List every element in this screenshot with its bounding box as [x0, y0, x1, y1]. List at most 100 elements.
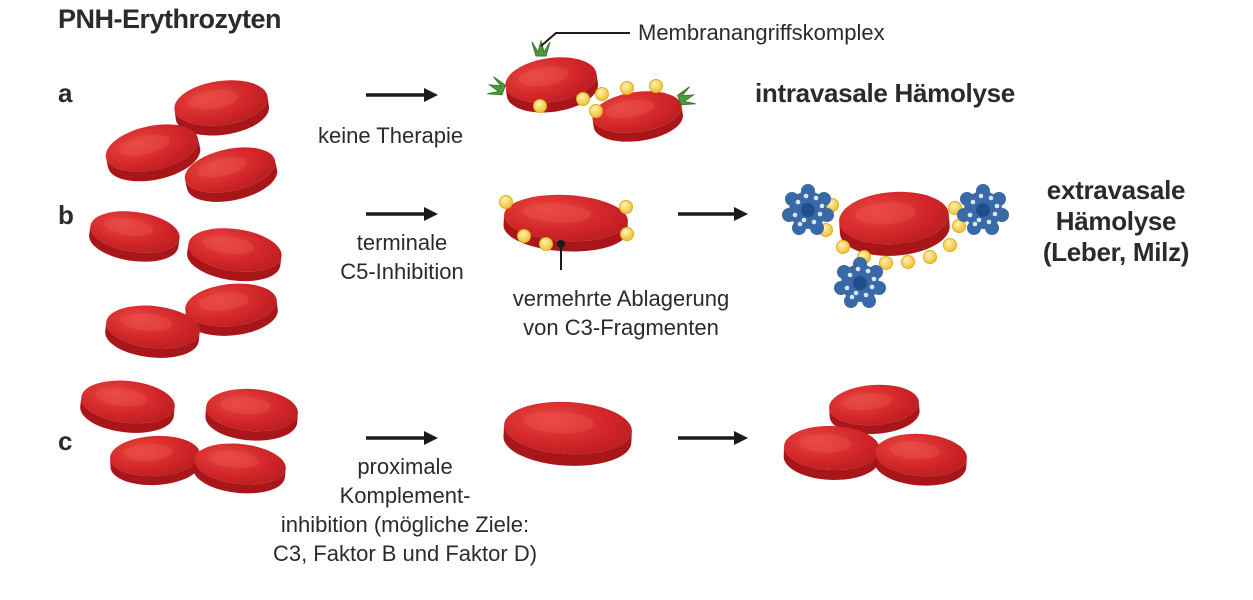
cell-cluster-3-side: [185, 160, 278, 202]
cell-cluster-11-side: [193, 459, 286, 494]
cell-cluster-6-highlight: [198, 292, 249, 311]
cell-cluster-4-highlight: [104, 218, 154, 237]
c3-a-3: [595, 87, 609, 101]
c3-annotation-line-2: von C3-Fragmenten: [523, 315, 719, 340]
caption-c: proximale Komplement- inhibition (möglic…: [250, 452, 560, 568]
c3-annotation-line-1: vermehrte Ablagerung: [512, 286, 730, 311]
cell-c-4-highlight: [889, 441, 940, 460]
cell-a-1-highlight: [518, 66, 569, 87]
cell-cluster-1-side: [174, 96, 269, 136]
cell-c-4: [874, 433, 967, 486]
complement-decorations: [487, 39, 1009, 308]
macrophage-1-granule-2: [817, 211, 823, 217]
result-b: extravasale Hämolyse (Leber, Milz): [1018, 175, 1214, 268]
cell-cluster-11-top: [194, 443, 286, 485]
cell-cluster-11: [193, 443, 286, 494]
macrophage-1-granule-3: [801, 217, 807, 223]
c3-b-11: [901, 255, 915, 269]
cell-c-1-highlight: [523, 411, 594, 434]
cell-cluster-5-top: [188, 228, 282, 272]
c3-pointer-dot: [557, 240, 565, 248]
cell-c-2: [829, 384, 920, 435]
cell-c-2-highlight: [842, 392, 892, 411]
macrophage-3-granule-1: [865, 268, 871, 274]
arrow-b-therapy: [366, 207, 438, 221]
macrophage-2-lobe-2: [995, 208, 1009, 222]
caption-c-line-2: Komplement-: [339, 483, 471, 508]
arrow-c-therapy: [366, 431, 438, 445]
cell-c-3-top: [784, 425, 880, 471]
cell-a-2-side: [592, 105, 683, 142]
macrophage-1-granule-9: [811, 219, 817, 225]
result-b-line-2: Hämolyse: [1055, 206, 1177, 236]
c3-b-3: [620, 227, 634, 241]
macrophage-3-nucleus: [853, 276, 867, 290]
c3-b-1: [499, 195, 513, 209]
macrophage-3-granule-7: [871, 276, 877, 282]
cell-cluster-10-highlight: [123, 443, 173, 461]
macrophage-1-lobe-5: [782, 208, 796, 222]
c3-b-13: [943, 238, 957, 252]
c3-a-2: [576, 92, 590, 106]
mac-complex-2-shape: [487, 76, 506, 96]
macrophage-2-lobe-3: [985, 221, 999, 235]
macrophage-2-granule-6: [978, 193, 984, 199]
cell-c-3-side: [783, 446, 880, 480]
cell-cluster-3-highlight: [197, 157, 248, 178]
c3-annotation: vermehrte Ablagerung von C3-Fragmenten: [496, 284, 746, 342]
cell-c-2-top: [829, 384, 919, 426]
row-label-b: b: [58, 200, 74, 230]
cell-c-2-side: [829, 401, 920, 435]
cell-b-2-side: [839, 214, 950, 256]
cell-cluster-8-highlight: [95, 387, 148, 407]
row-label-a: a: [58, 78, 73, 108]
cell-cluster-9-side: [205, 406, 298, 441]
macrophage-2-granule-3: [976, 217, 982, 223]
macrophage-3-granule-0: [847, 272, 853, 278]
cell-b-1: [503, 194, 628, 252]
mac-complex-3-shape: [677, 86, 696, 106]
arrow-b-result: [678, 207, 748, 221]
cell-cluster-11-highlight: [208, 450, 259, 469]
macrophage-1-granule-4: [792, 212, 798, 218]
caption-b: terminale C5-Inhibition: [326, 228, 478, 286]
cell-cluster-10-side: [110, 453, 201, 486]
macrophage-3: [834, 257, 886, 308]
macrophage-1-lobe-4: [792, 221, 806, 235]
cell-a-1: [505, 57, 598, 113]
macrophage-1-lobe-1: [817, 192, 831, 206]
cell-cluster-9-top: [206, 388, 298, 432]
c3-b-5: [539, 237, 553, 251]
caption-c-line-4: C3, Faktor B und Faktor D): [272, 541, 538, 566]
result-a: intravasale Hämolyse: [755, 78, 1015, 108]
cell-cluster-9: [205, 388, 298, 441]
cell-cluster-7-side: [105, 322, 200, 358]
macrophage-2-granule-9: [986, 219, 992, 225]
macrophage-2-lobe-1: [992, 192, 1006, 206]
macrophage-2: [957, 184, 1009, 235]
macrophage-1-granule-6: [803, 193, 809, 199]
cell-cluster-5-highlight: [202, 235, 255, 255]
macrophage-3-lobe-2: [872, 281, 886, 295]
macrophage-1-granule-0: [795, 199, 801, 205]
mac-complex-1: [531, 39, 551, 57]
cell-a-1-top: [505, 57, 597, 103]
macrophage-3-granule-8: [849, 294, 855, 300]
macrophage-3-granule-3: [853, 290, 859, 296]
cell-a-2: [592, 91, 683, 142]
result-b-line-1: extravasale: [1046, 175, 1186, 205]
cell-b-1-side: [503, 214, 628, 252]
cell-cluster-5-side: [187, 243, 282, 282]
cell-c-3: [783, 425, 880, 480]
macrophage-3-lobe-6: [837, 265, 851, 279]
caption-b-line-2: C5-Inhibition: [340, 259, 464, 284]
cell-cluster-5: [187, 228, 282, 282]
cell-cluster-4-side: [89, 225, 180, 262]
cell-cluster-1: [174, 80, 269, 136]
cell-cluster-8-top: [81, 380, 175, 424]
macrophage-3-lobe-5: [834, 281, 848, 295]
cell-cluster-2-top: [105, 124, 199, 172]
cell-b-2-top: [839, 191, 949, 245]
cell-a-2-highlight: [605, 99, 655, 118]
